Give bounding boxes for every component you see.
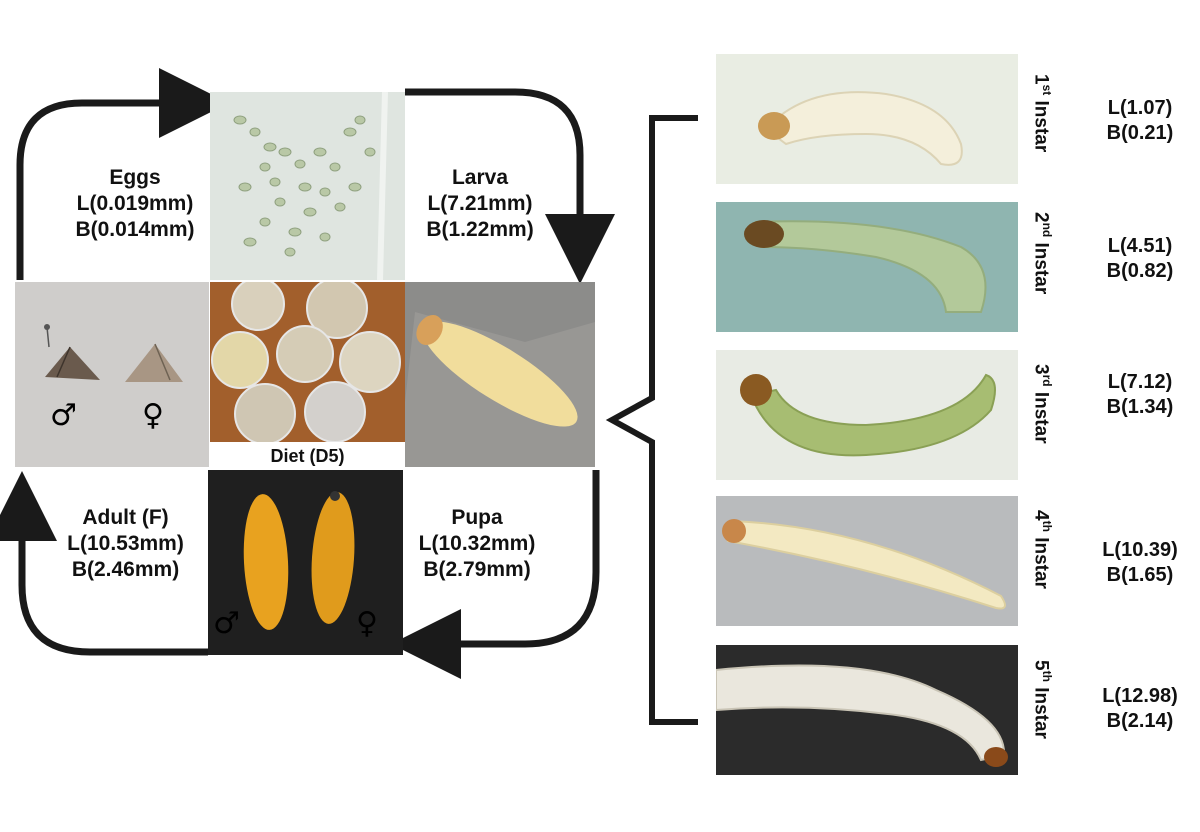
larva-label: Larva L(7.21mm) B(1.22mm) [405,165,555,243]
diet-photo [210,282,405,442]
arrow-adult-to-eggs [16,68,229,280]
instar-4-photo [716,496,1018,626]
instar-3-word: Instar [1030,391,1052,444]
instar-4-ordinal: th [1040,520,1054,532]
instar-5-breadth: B(2.14) [1106,710,1174,732]
instar-3-measurements: L(7.12) B(1.34) [1092,370,1188,420]
adult-name: Adult (F) [82,506,169,529]
instar-3-number: 3 [1030,364,1052,375]
instar-bracket [605,115,698,725]
instar-1-length: L(1.07) [1107,97,1173,119]
instar-5-word: Instar [1030,687,1052,739]
instar-2-number: 2 [1030,212,1052,223]
instar-2-length: L(4.51) [1107,235,1173,257]
instar-2-breadth: B(0.82) [1106,260,1174,282]
instar-4-measurements: L(10.39) B(1.65) [1092,538,1188,588]
instar-4-breadth: B(1.65) [1106,564,1174,586]
eggs-length: L(0.019mm) [76,192,194,215]
larva-photo [405,282,595,467]
female-symbol-pupa: ♀ [356,606,378,641]
arrow-larva-to-pupa [391,470,600,679]
instar-2-name: 2nd Instar [1030,212,1058,294]
adult-moths-photo [15,282,209,467]
male-symbol-adult: ♂ [50,398,77,433]
pupa-label: Pupa L(10.32mm) B(2.79mm) [402,505,552,583]
female-symbol-adult: ♀ [142,398,164,433]
instar-4-length: L(10.39) [1102,539,1178,561]
instar-1-breadth: B(0.21) [1106,122,1174,144]
diet-caption: Diet (D5) [270,446,345,466]
instar-5-photo [716,645,1018,775]
instar-3-photo [716,350,1018,480]
pupae-photo [208,470,403,655]
instar-1-measurements: L(1.07) B(0.21) [1092,96,1188,146]
instar-2-measurements: L(4.51) B(0.82) [1092,234,1188,284]
arrow-pupa-to-adult [0,471,208,656]
pupa-name: Pupa [451,506,503,529]
larva-name: Larva [451,166,509,189]
eggs-label: Eggs L(0.019mm) B(0.014mm) [60,165,210,243]
pupa-breadth: B(2.79mm) [423,558,531,581]
instar-5-number: 5 [1030,660,1052,671]
instar-4-name: 4th Instar [1030,510,1058,589]
adult-label: Adult (F) L(10.53mm) B(2.46mm) [48,505,203,583]
instar-5-length: L(12.98) [1102,685,1178,707]
instar-4-word: Instar [1030,537,1052,589]
male-symbol-pupa: ♂ [213,606,240,641]
larva-length: L(7.21mm) [427,192,533,215]
instar-5-name: 5th Instar [1030,660,1058,739]
eggs-photo [210,92,405,280]
instar-5-ordinal: th [1040,670,1054,682]
instar-3-breadth: B(1.34) [1106,396,1174,418]
pupa-length: L(10.32mm) [418,532,536,555]
instar-1-word: Instar [1030,100,1052,153]
instar-2-photo [716,202,1018,332]
arrow-eggs-to-larva [405,88,615,284]
instar-5-measurements: L(12.98) B(2.14) [1092,684,1188,734]
instar-2-word: Instar [1030,242,1052,295]
instar-1-number: 1 [1030,74,1052,85]
eggs-name: Eggs [109,166,161,189]
instar-4-number: 4 [1030,510,1052,521]
instar-2-ordinal: nd [1040,222,1054,238]
instar-1-photo [716,54,1018,184]
instar-3-ordinal: rd [1040,374,1054,387]
eggs-breadth: B(0.014mm) [75,218,195,241]
larva-breadth: B(1.22mm) [426,218,534,241]
adult-breadth: B(2.46mm) [71,558,180,581]
instar-3-name: 3rd Instar [1030,364,1058,444]
adult-length: L(10.53mm) [67,532,184,555]
instar-1-ordinal: st [1040,84,1054,96]
instar-3-length: L(7.12) [1107,371,1173,393]
instar-1-name: 1st Instar [1030,74,1058,152]
